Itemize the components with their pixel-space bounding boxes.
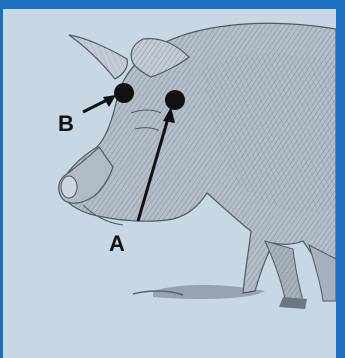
pig-diagram: B A bbox=[3, 9, 336, 358]
arrow-b bbox=[83, 95, 116, 112]
eye-a-dot bbox=[165, 90, 185, 110]
label-b: B bbox=[58, 111, 74, 136]
pig-illustration bbox=[59, 23, 336, 309]
diagram-panel: B A bbox=[3, 9, 336, 358]
eye-b-dot bbox=[114, 83, 134, 103]
label-a: A bbox=[109, 231, 125, 256]
